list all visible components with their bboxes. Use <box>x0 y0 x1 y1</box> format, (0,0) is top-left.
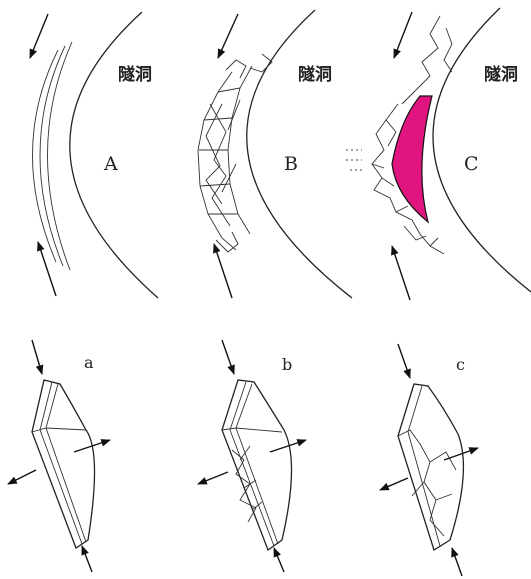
crack-zone-outer-b <box>198 72 236 250</box>
stress-arrow-a-bottom <box>38 242 56 296</box>
panel-label-c: C <box>464 153 479 175</box>
lamination-line-a3 <box>47 42 72 270</box>
stress-arrow-c-block-top <box>398 344 410 378</box>
block-label-b: b <box>282 355 292 374</box>
block-label-a: a <box>84 353 94 372</box>
stress-arrow-b-block-bottom <box>274 548 284 572</box>
ejected-slab-c <box>392 96 432 222</box>
block-layers-a <box>32 382 86 544</box>
block-face-c <box>398 384 463 550</box>
stress-arrow-a-block-right <box>74 440 110 452</box>
stress-arrow-a-block-left <box>8 470 36 484</box>
lamination-line-a1 <box>32 50 58 262</box>
panel-label-b: B <box>284 153 298 175</box>
crack-zone-inner-b <box>228 66 252 234</box>
spall-dashes-c <box>346 150 364 170</box>
stress-arrow-c-block-left <box>380 478 408 490</box>
stress-arrow-b-block-left <box>198 472 228 484</box>
stress-arrow-a-top <box>30 14 48 58</box>
block-face-a <box>32 380 95 548</box>
tunnel-wall-c <box>433 8 531 292</box>
tunnel-label-c: 隧洞 <box>484 64 518 85</box>
block-face-b <box>222 380 292 550</box>
stress-arrow-a-block-top <box>32 340 42 374</box>
block-layers-b <box>222 382 282 546</box>
block-c: c <box>380 344 478 576</box>
tunnel-label-a: 隧洞 <box>118 64 152 85</box>
panel-label-a: A <box>103 153 118 175</box>
stress-arrow-c-block-right <box>444 448 478 460</box>
stress-arrow-c-bottom <box>392 246 410 300</box>
stress-arrow-b-block-top <box>222 340 234 374</box>
panel-c: 隧洞 C <box>346 8 531 300</box>
panel-a: 隧洞 A <box>30 12 158 298</box>
stress-arrow-b-top <box>218 14 238 58</box>
tunnel-label-b: 隧洞 <box>298 64 332 85</box>
panel-b: 隧洞 B <box>198 10 352 298</box>
block-label-c: c <box>456 355 465 374</box>
block-layers-c <box>398 386 440 546</box>
stress-arrow-b-bottom <box>214 244 232 298</box>
block-a: a <box>8 340 110 572</box>
stress-arrow-c-top <box>394 12 412 58</box>
lamination-line-a2 <box>40 46 65 266</box>
stress-arrow-a-block-bottom <box>82 546 92 572</box>
tunnel-wall-b <box>247 10 352 298</box>
fracture-top-c <box>402 16 452 104</box>
stress-arrow-c-block-bottom <box>452 548 462 576</box>
block-b: b <box>198 340 306 572</box>
crack-network-b <box>199 54 272 226</box>
